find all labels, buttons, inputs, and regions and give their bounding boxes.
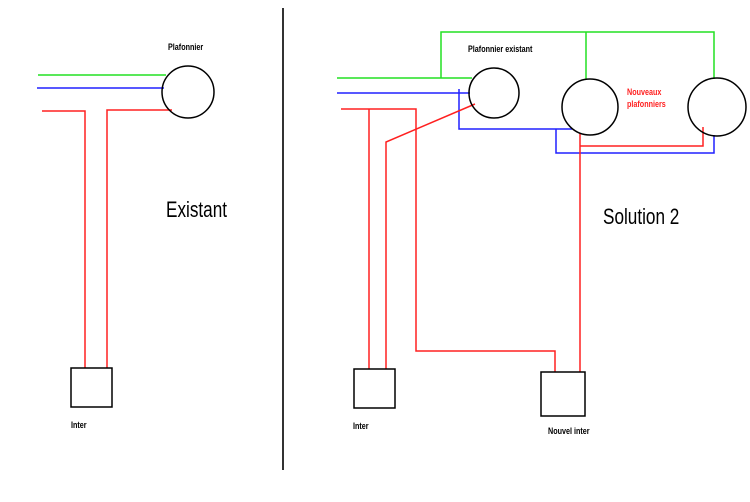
right-title: Solution 2 [603,204,680,229]
phase-wire [42,110,86,368]
switch-box [70,367,113,408]
switched-wire [385,103,476,369]
fixture-label: Plafonnier [168,42,204,52]
switched-wire [106,109,172,368]
neutral-branch-2 [555,129,715,154]
new-fixtures-label-line2: plafonniers [627,99,666,109]
new-lights-link [580,127,704,147]
new-fixtures-label: Nouveaux plafonniers [627,86,666,110]
existing-fixture-label: Plafonnier existant [468,44,533,54]
switch-box [353,368,396,409]
left-title: Existant [166,197,228,222]
neutral-branch [458,89,572,130]
new-fixtures-label-line1: Nouveaux [627,87,662,97]
new-switch-box [540,371,586,417]
phase-wire [341,108,556,372]
new-ceiling-light-2 [687,77,747,137]
switch-label: Inter [71,420,87,430]
earth-bus [440,31,715,79]
switch-label: Inter [353,421,369,431]
new-ceiling-light-1 [561,78,619,136]
new-switch-label: Nouvel inter [548,426,590,436]
ceiling-light [161,65,215,119]
existing-ceiling-light [468,67,520,119]
